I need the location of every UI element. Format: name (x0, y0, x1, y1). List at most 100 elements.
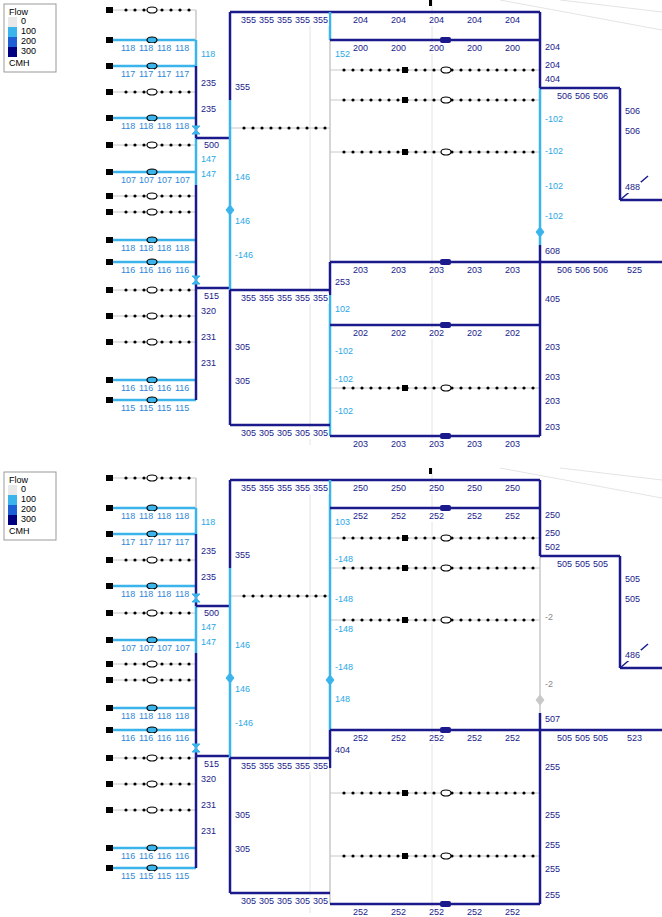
flow-value: 355 (276, 15, 293, 26)
junction-dot (369, 566, 372, 569)
junction-dot (187, 756, 190, 759)
junction-dot (187, 558, 190, 561)
valve-symbol (192, 744, 200, 752)
junction-dot (459, 566, 462, 569)
idle-line (330, 854, 540, 857)
junction-dot (513, 386, 516, 389)
junction-dot (133, 194, 136, 197)
flow-value: 488 (624, 182, 641, 193)
junction-dot (387, 68, 390, 71)
flow-value: 147 (200, 637, 217, 648)
flow-value: 255 (544, 890, 561, 901)
service-flow: 118 (120, 511, 136, 522)
service-flow: 118 (120, 711, 136, 722)
junction-dot (369, 618, 372, 621)
junction-dot (160, 558, 163, 561)
junction-dot (360, 791, 363, 794)
junction-dot (351, 566, 354, 569)
junction-dot (486, 791, 489, 794)
junction-dot (187, 90, 190, 93)
junction-dot (124, 678, 127, 681)
flow-value: 506 (624, 126, 641, 137)
junction-dot (531, 68, 534, 71)
flow-value: -102 (544, 181, 564, 192)
junction-dot (178, 808, 181, 811)
legend-swatch (8, 515, 17, 525)
flow-value: 203 (428, 265, 445, 276)
pipe (330, 261, 540, 264)
junction-dot (513, 566, 516, 569)
junction-dot (396, 98, 399, 101)
junction-dot (296, 594, 299, 597)
flow-value: -102 (334, 374, 354, 385)
valve-symbol (192, 276, 200, 284)
service-flow: 116 (120, 265, 136, 276)
grid-line (310, 20, 311, 445)
junction-dot (169, 8, 172, 11)
junction-dot (160, 476, 163, 479)
legend-swatch (8, 37, 17, 47)
junction-dot (351, 536, 354, 539)
grid-line (560, 0, 662, 12)
flow-value: 404 (334, 745, 351, 756)
flow-value: 203 (466, 439, 483, 450)
flow-value: 505 (556, 733, 573, 744)
tank-symbol (429, 0, 432, 6)
pipe (330, 435, 540, 438)
reservoir-symbol (402, 790, 408, 796)
junction-dot (360, 68, 363, 71)
flow-value: 146 (234, 172, 251, 183)
junction-dot (522, 536, 525, 539)
idle-line (330, 566, 540, 569)
junction-dot (378, 536, 381, 539)
flow-value: 525 (626, 265, 643, 276)
junction-dot (414, 618, 417, 621)
service-flow: 115 (156, 871, 172, 882)
flow-value: 231 (200, 332, 217, 343)
pipe (229, 568, 232, 758)
junction-dot (296, 126, 299, 129)
junction-dot (142, 8, 145, 11)
pipe (230, 11, 540, 14)
pipe (539, 556, 541, 713)
pipe (195, 508, 198, 534)
junction-dot (133, 143, 136, 146)
service-flow: 118 (120, 589, 136, 600)
junction-dot (351, 618, 354, 621)
junction-dot (477, 386, 480, 389)
service-flow: 117 (156, 537, 172, 548)
junction-dot (323, 594, 326, 597)
junction-dot (342, 386, 345, 389)
flow-value: 305 (294, 428, 311, 439)
reservoir-symbol (106, 781, 113, 787)
flow-value: 252 (390, 733, 407, 744)
junction-dot (468, 854, 471, 857)
flow-value: 355 (276, 483, 293, 494)
junction-dot (468, 386, 471, 389)
flow-value: 506 (624, 106, 641, 117)
flow-value: 305 (258, 428, 275, 439)
flow-value: 506 (556, 265, 573, 276)
service-flow: 118 (174, 121, 190, 132)
flow-value: 203 (544, 372, 561, 383)
pipe (329, 480, 332, 508)
reservoir-symbol (402, 617, 408, 623)
reservoir-symbol (106, 637, 113, 643)
junction-dot (124, 756, 127, 759)
junction-dot (142, 678, 145, 681)
flow-value: 305 (294, 896, 311, 907)
flow-value: 252 (428, 907, 445, 917)
pipe (539, 713, 542, 904)
service-flow: 118 (156, 43, 172, 54)
idle-line (330, 68, 540, 71)
junction-dot (378, 98, 381, 101)
flow-value: 355 (276, 761, 293, 772)
junction-dot (378, 566, 381, 569)
junction-dot (423, 566, 426, 569)
pipe (539, 245, 542, 436)
service-flow: 118 (156, 243, 172, 254)
pump-symbol (147, 610, 157, 616)
pipe (195, 653, 198, 868)
grid-line (310, 488, 311, 913)
valve-symbol (326, 675, 334, 685)
